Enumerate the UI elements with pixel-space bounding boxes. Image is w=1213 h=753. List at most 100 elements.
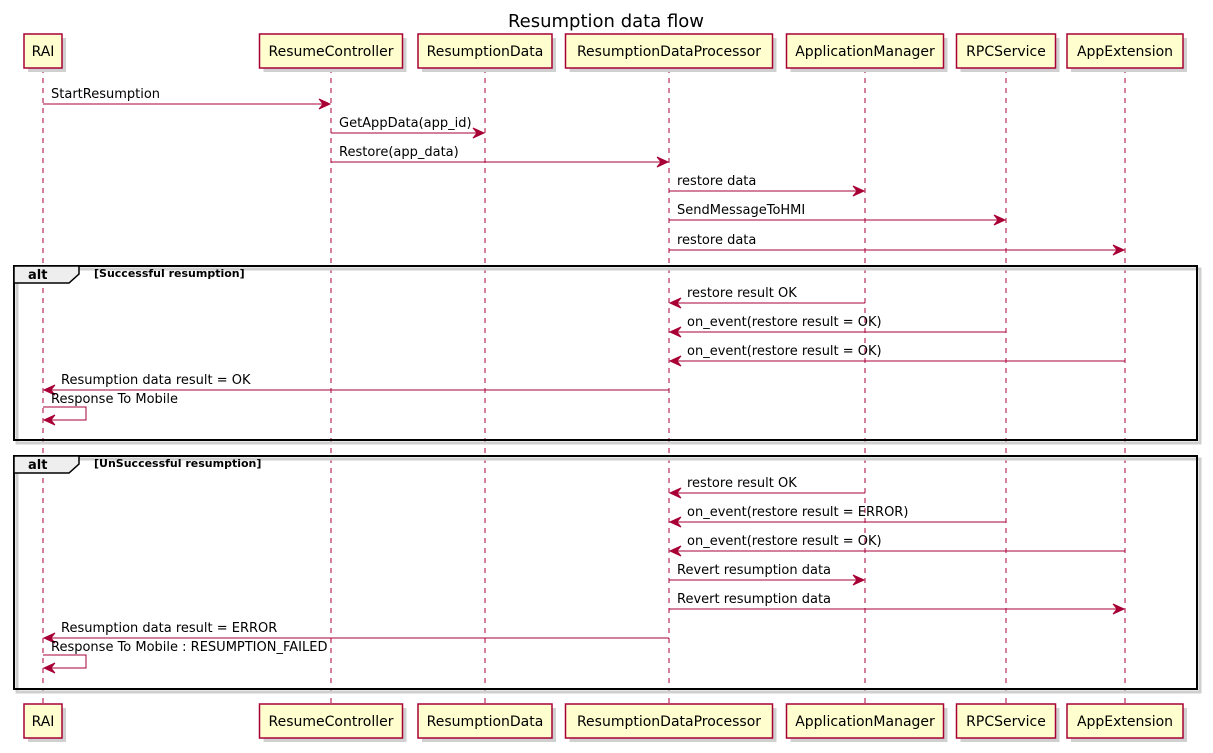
participant-box: [258, 33, 404, 69]
message-label: restore data: [677, 174, 756, 189]
participant-label: ResumptionDataProcessor: [577, 44, 761, 60]
participant-box: [564, 33, 774, 69]
participant-rai-bottom: RAI: [23, 703, 66, 742]
message-label: GetAppData(app_id): [339, 116, 472, 131]
participants: RAIRAIResumeControllerResumeControllerRe…: [23, 33, 1187, 742]
message-arrowhead: [1112, 603, 1126, 615]
participant-label: ResumeController: [269, 714, 394, 730]
message-17: Resumption data result = ERROR: [42, 621, 669, 644]
participant-label: RAI: [32, 714, 55, 730]
participant-label: ApplicationManager: [795, 44, 935, 60]
message-16: Revert resumption data: [669, 592, 1126, 615]
message-label: on_event(restore result = OK): [687, 315, 882, 330]
message-label: on_event(restore result = OK): [687, 534, 882, 549]
message-label: Revert resumption data: [677, 563, 831, 578]
message-label: restore result OK: [687, 476, 797, 491]
message-label: Restore(app_data): [339, 145, 459, 160]
participant-box: [564, 703, 774, 739]
participant-appextension-top: AppExtension: [1066, 33, 1187, 72]
participant-label: AppExtension: [1077, 714, 1173, 730]
fragment-tab: [13, 455, 80, 474]
message-8: on_event(restore result = OK): [668, 315, 1006, 338]
fragment-keyword: alt: [28, 268, 47, 283]
fragment-guard: [Successful resumption]: [94, 267, 245, 280]
fragment-shadow: [15, 267, 1202, 445]
message-1: StartResumption: [43, 87, 332, 110]
participant-rpcservice-top: RPCService: [955, 33, 1060, 72]
participant-box: [417, 703, 553, 739]
fragment-frame: [13, 265, 1198, 441]
message-label: Response To Mobile : RESUMPTION_FAILED: [51, 640, 327, 655]
message-arrowhead: [42, 384, 56, 396]
participant-box: [417, 33, 553, 69]
message-5: SendMessageToHMI: [669, 203, 1007, 226]
message-arrowhead: [42, 632, 56, 644]
message-arrowhead: [668, 355, 682, 367]
message-label: Response To Mobile: [51, 392, 178, 407]
message-14: on_event(restore result = OK): [668, 534, 1125, 557]
message-arrowhead: [668, 545, 682, 557]
participant-label: RPCService: [966, 44, 1046, 60]
message-label: restore data: [677, 233, 756, 248]
participant-label: ResumptionData: [427, 714, 544, 730]
fragment-shadow: [15, 457, 1202, 694]
participant-rai-top: RAI: [23, 33, 66, 72]
message-arrowhead: [668, 297, 682, 309]
participant-applicationmanager-top: ApplicationManager: [785, 33, 948, 72]
message-arrowhead: [852, 574, 866, 586]
message-10: Resumption data result = OK: [42, 373, 669, 396]
participant-appextension-bottom: AppExtension: [1066, 703, 1187, 742]
participant-box: [23, 33, 63, 69]
fragment-2: alt[UnSuccessful resumption]: [13, 455, 1202, 694]
message-13: on_event(restore result = ERROR): [668, 505, 1006, 528]
participant-label: RPCService: [966, 714, 1046, 730]
message-4: restore data: [669, 174, 866, 197]
participant-resumecontroller-top: ResumeController: [258, 33, 407, 72]
message-arrowhead: [42, 414, 56, 426]
message-arrowhead: [472, 127, 486, 139]
message-label: SendMessageToHMI: [677, 203, 805, 218]
fragments: alt [Successful resumption] alt[UnSuccessf…: [13, 265, 1202, 694]
message-label: Revert resumption data: [677, 592, 831, 607]
lifelines: [42, 68, 1126, 704]
fragment-frame: [13, 455, 1198, 690]
participant-label: RAI: [32, 44, 55, 60]
message-line: [43, 654, 87, 669]
participant-label: ResumptionData: [427, 44, 544, 60]
participant-resumptiondataprocessor-top: ResumptionDataProcessor: [564, 33, 777, 72]
message-15: Revert resumption data: [669, 563, 866, 586]
participant-applicationmanager-bottom: ApplicationManager: [785, 703, 948, 742]
message-label: StartResumption: [51, 87, 160, 102]
message-label: Resumption data result = ERROR: [61, 621, 277, 636]
message-3: Restore(app_data): [331, 145, 670, 168]
message-label: on_event(restore result = OK): [687, 344, 882, 359]
participant-resumecontroller-bottom: ResumeController: [258, 703, 407, 742]
participant-box: [1066, 703, 1184, 739]
participant-box: [258, 703, 404, 739]
participant-label: ApplicationManager: [795, 714, 935, 730]
message-arrowhead: [1112, 244, 1126, 256]
message-label: Resumption data result = OK: [61, 373, 251, 388]
participant-box: [955, 703, 1057, 739]
participant-box: [955, 33, 1057, 69]
fragment-1: alt [Successful resumption]: [13, 265, 1202, 445]
message-7: restore result OK: [668, 286, 865, 309]
message-arrowhead: [668, 326, 682, 338]
participant-resumptiondata-bottom: ResumptionData: [417, 703, 556, 742]
message-arrowhead: [852, 185, 866, 197]
fragment-tab: [13, 265, 80, 284]
message-label: on_event(restore result = ERROR): [687, 505, 908, 520]
participant-resumptiondata-top: ResumptionData: [417, 33, 556, 72]
message-18: Response To Mobile : RESUMPTION_FAILED: [42, 640, 327, 674]
message-6: restore data: [669, 233, 1126, 256]
message-arrowhead: [993, 214, 1007, 226]
participant-resumptiondataprocessor-bottom: ResumptionDataProcessor: [564, 703, 777, 742]
message-arrowhead: [656, 156, 670, 168]
participant-box: [785, 33, 945, 69]
message-arrowhead: [668, 487, 682, 499]
message-9: on_event(restore result = OK): [668, 344, 1125, 367]
participant-label: ResumptionDataProcessor: [577, 714, 761, 730]
participant-rpcservice-bottom: RPCService: [955, 703, 1060, 742]
participant-box: [1066, 33, 1184, 69]
